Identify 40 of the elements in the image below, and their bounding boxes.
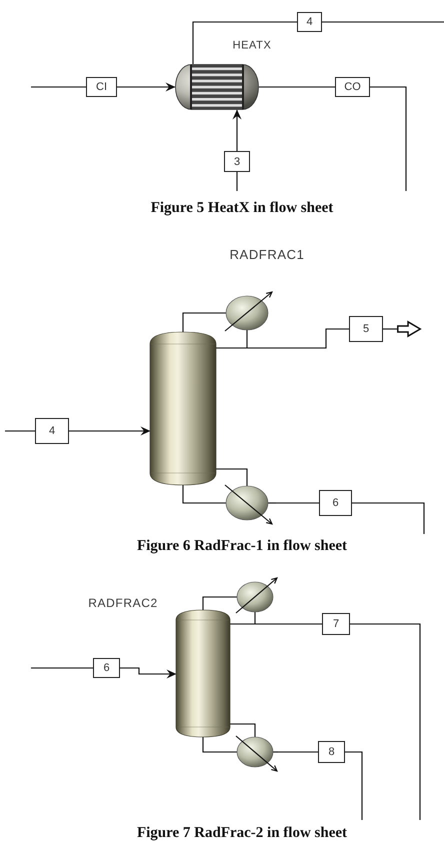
stream-arrow	[69, 426, 150, 436]
outlet-block-arrow	[397, 321, 421, 337]
stream-line	[383, 328, 397, 330]
stream-tag: 5	[349, 316, 383, 342]
stream-line	[259, 86, 335, 88]
figure-caption: Figure 7 RadFrac-2 in flow sheet	[136, 825, 348, 841]
figure-caption: Figure 5 HeatX in flow sheet	[150, 200, 334, 216]
stream-line	[345, 751, 363, 820]
stream-line	[31, 667, 93, 669]
stream-tag: 4	[297, 12, 322, 32]
stream-tag: 8	[318, 741, 345, 763]
block-name-label: RADFRAC1	[230, 247, 304, 263]
distillation-column-drawing	[150, 290, 276, 524]
stream-line	[276, 328, 349, 349]
stream-arrow	[232, 110, 242, 151]
stream-line	[5, 430, 35, 432]
block-name-label: RADFRAC2	[88, 596, 158, 610]
stream-line	[236, 172, 238, 191]
stream-line	[370, 86, 407, 191]
stream-tag: 6	[319, 490, 352, 516]
stream-line	[192, 21, 297, 64]
stream-line	[350, 623, 421, 820]
stream-tag: CI	[86, 77, 117, 97]
stream-tag: CO	[335, 77, 370, 97]
stream-line	[31, 86, 86, 88]
figure-caption: Figure 6 RadFrac-1 in flow sheet	[136, 538, 348, 554]
stream-arrow	[117, 82, 176, 92]
stream-tag: 6	[93, 658, 120, 678]
stream-line	[278, 623, 322, 625]
stream-tag: 4	[35, 418, 69, 444]
stream-arrow	[120, 667, 176, 678]
heat-exchanger-drawing	[175, 64, 259, 110]
stream-tag: 7	[322, 613, 350, 635]
stream-line	[276, 502, 319, 504]
stream-line	[352, 502, 425, 534]
distillation-column-drawing	[176, 576, 278, 772]
stream-line	[278, 751, 318, 753]
stream-line	[322, 21, 444, 23]
stream-tag: 3	[224, 151, 250, 172]
block-name-label: HEATX	[232, 39, 272, 53]
